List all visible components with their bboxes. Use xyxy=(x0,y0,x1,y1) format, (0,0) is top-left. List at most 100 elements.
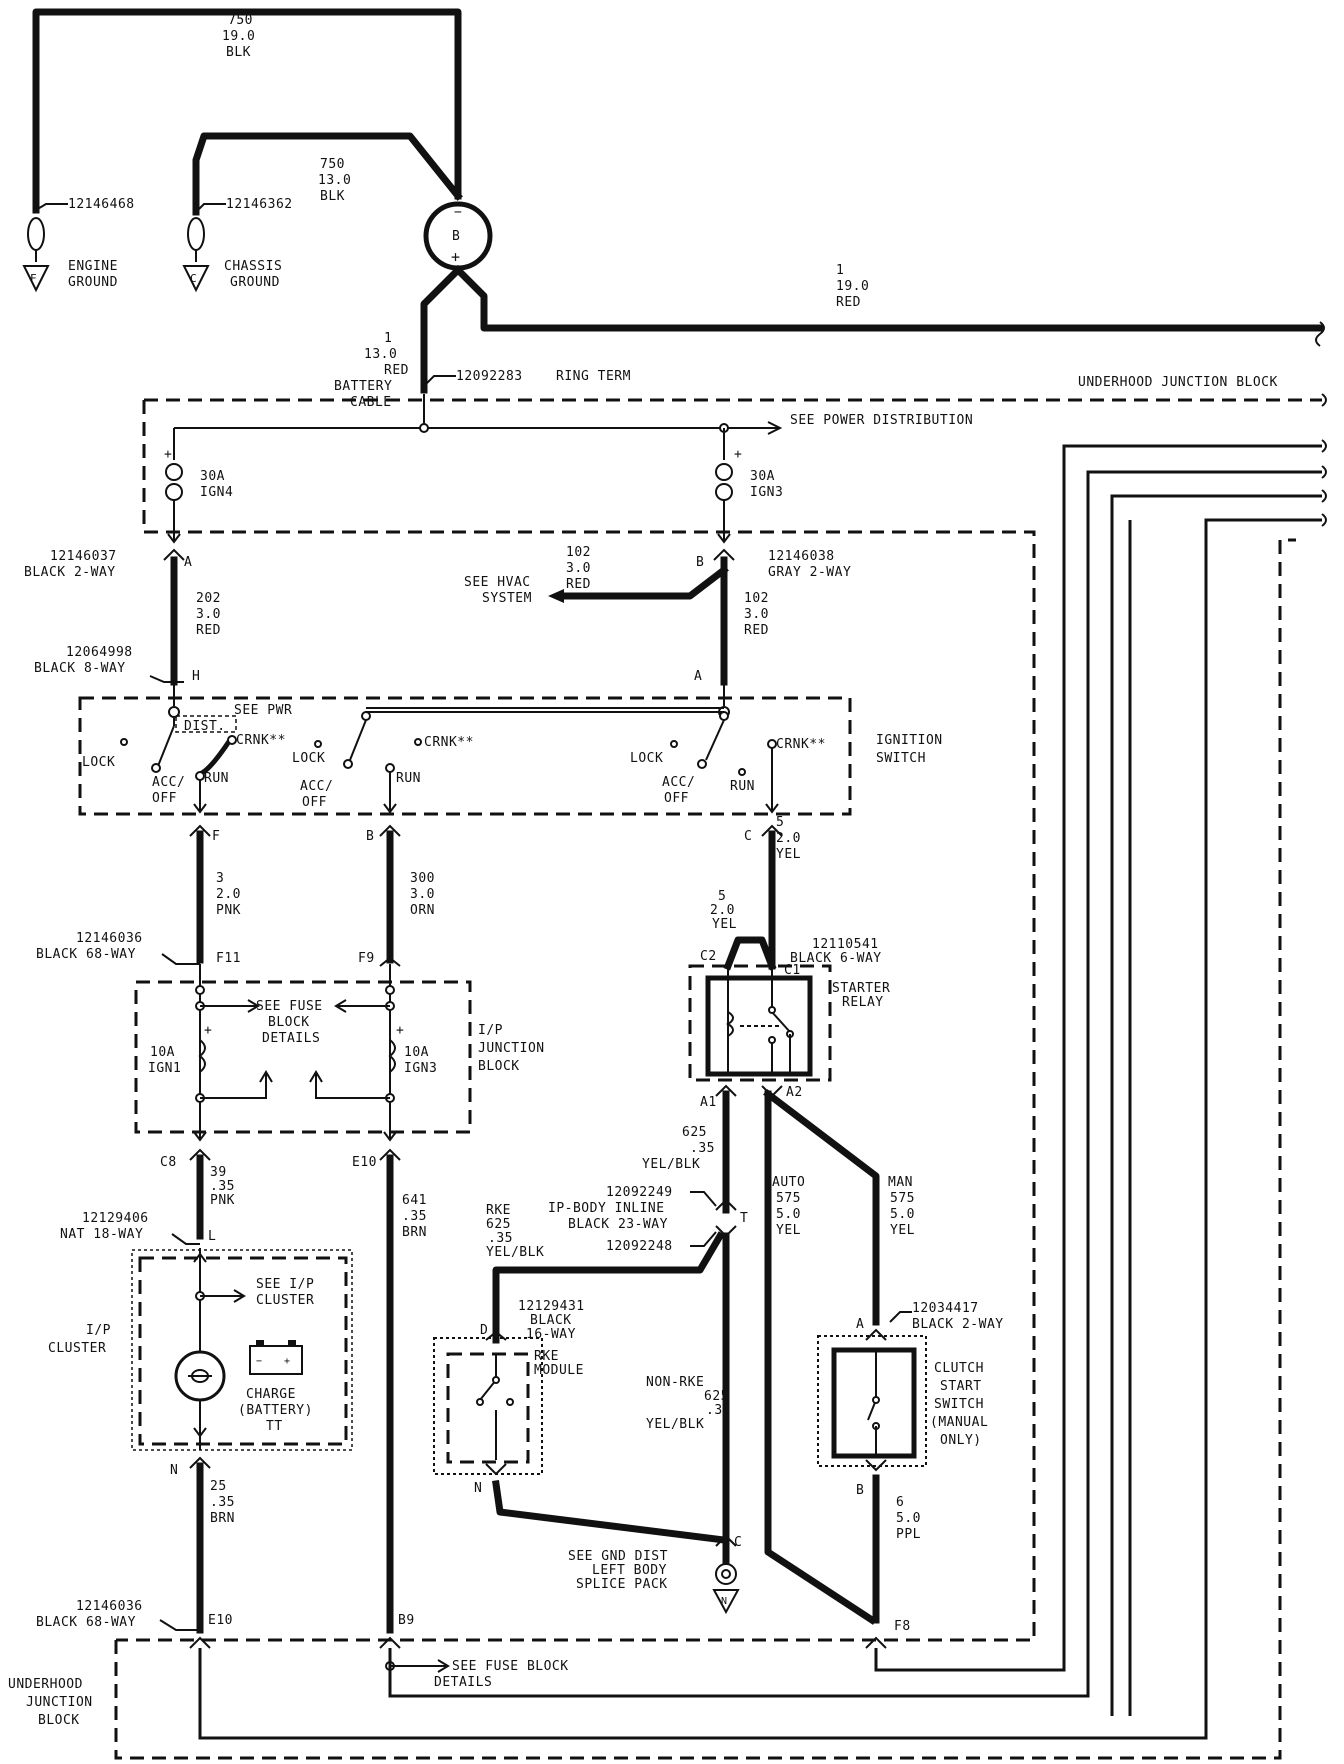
svg-text:575: 575 xyxy=(776,1191,801,1206)
chassis-ground: 12146362 C CHASSIS GROUND xyxy=(182,197,293,293)
underhood-junction-block-top: UNDERHOOD JUNCTION BLOCK SEE POWER DISTR… xyxy=(116,375,1322,1642)
svg-text:START: START xyxy=(940,1379,982,1394)
svg-text:BLACK 2-WAY: BLACK 2-WAY xyxy=(912,1317,1004,1332)
svg-text:ACC/: ACC/ xyxy=(152,775,185,790)
svg-text:LOCK: LOCK xyxy=(292,751,325,766)
svg-text:6: 6 xyxy=(896,1495,904,1510)
svg-text:A: A xyxy=(184,555,192,570)
svg-text:B: B xyxy=(696,555,704,570)
svg-text:YEL/BLK: YEL/BLK xyxy=(642,1157,700,1172)
svg-text:ENGINE: ENGINE xyxy=(68,259,118,274)
svg-text:N: N xyxy=(721,1596,728,1607)
svg-text:LOCK: LOCK xyxy=(82,755,115,770)
svg-text:SEE GND DIST: SEE GND DIST xyxy=(568,1549,668,1564)
svg-text:12064998: 12064998 xyxy=(66,645,133,660)
wire-nonrke-625: NON-RKE 625 .35 YEL/BLK xyxy=(646,1232,730,1564)
svg-text:30A: 30A xyxy=(750,469,775,484)
svg-text:12146038: 12146038 xyxy=(768,549,835,564)
connector-12146038: 12146038 GRAY 2-WAY B xyxy=(696,548,851,580)
ground-splice-pack: C N SEE GND DIST LEFT BODY SPLICE PACK xyxy=(568,1534,742,1615)
svg-text:CRNK**: CRNK** xyxy=(424,735,474,750)
svg-text:JUNCTION: JUNCTION xyxy=(478,1041,545,1056)
svg-text:F8: F8 xyxy=(894,1619,911,1634)
svg-text:E10: E10 xyxy=(352,1155,377,1170)
svg-text:RUN: RUN xyxy=(204,771,229,786)
svg-text:19.0: 19.0 xyxy=(222,29,255,44)
svg-text:NON-RKE: NON-RKE xyxy=(646,1375,704,1390)
svg-text:RED: RED xyxy=(566,577,591,592)
svg-text:13.0: 13.0 xyxy=(364,347,397,362)
svg-text:SYSTEM: SYSTEM xyxy=(482,591,532,606)
svg-text:3: 3 xyxy=(216,871,224,886)
svg-text:ACC/: ACC/ xyxy=(662,775,695,790)
svg-text:RELAY: RELAY xyxy=(842,995,884,1010)
svg-text:PNK: PNK xyxy=(216,903,241,918)
svg-text:B: B xyxy=(856,1483,864,1498)
svg-text:ONLY): ONLY) xyxy=(940,1433,982,1448)
svg-text:CRNK**: CRNK** xyxy=(776,737,826,752)
svg-text:30A: 30A xyxy=(200,469,225,484)
svg-text:BLACK: BLACK xyxy=(530,1313,572,1328)
svg-text:YEL/BLK: YEL/BLK xyxy=(646,1417,704,1432)
svg-text:MODULE: MODULE xyxy=(534,1363,584,1378)
fuse-ign3: + 30A IGN3 xyxy=(715,428,783,544)
connector-12064998: 12064998 BLACK 8-WAY H A xyxy=(34,645,702,684)
ring-terminal: 12092283 RING TERM xyxy=(423,369,630,387)
svg-text:12146362: 12146362 xyxy=(226,197,293,212)
svg-text:+: + xyxy=(204,1023,212,1038)
svg-text:RKE: RKE xyxy=(534,1349,559,1364)
rke-module: 12129431 BLACK 16-WAY RKE MODULE D N xyxy=(433,1299,728,1544)
svg-text:202: 202 xyxy=(196,591,221,606)
ip-cluster: I/P CLUSTER SEE I/P CLUSTER − + CHARGE (… xyxy=(48,1248,353,1451)
svg-text:5.0: 5.0 xyxy=(776,1207,801,1222)
svg-text:12146468: 12146468 xyxy=(68,197,135,212)
svg-text:12146037: 12146037 xyxy=(50,549,117,564)
svg-text:F11: F11 xyxy=(216,951,241,966)
svg-text:625: 625 xyxy=(486,1217,511,1232)
svg-text:I/P: I/P xyxy=(86,1323,111,1338)
wire-625-top: 625 .35 YEL/BLK xyxy=(642,1090,730,1214)
svg-text:3.0: 3.0 xyxy=(744,607,769,622)
svg-text:DETAILS: DETAILS xyxy=(434,1675,492,1690)
svg-text:C1: C1 xyxy=(784,963,801,978)
svg-text:IP-BODY INLINE: IP-BODY INLINE xyxy=(548,1201,665,1216)
connector-12146036-bottom: 12146036 BLACK 68-WAY E10 B9 F8 xyxy=(36,1599,911,1649)
svg-text:2.0: 2.0 xyxy=(216,887,241,902)
svg-text:D: D xyxy=(480,1323,488,1338)
svg-text:SEE HVAC: SEE HVAC xyxy=(464,575,531,590)
svg-text:YEL: YEL xyxy=(890,1223,915,1238)
svg-text:+: + xyxy=(451,248,461,266)
svg-text:5.0: 5.0 xyxy=(896,1511,921,1526)
ignition-output-pins: F B C xyxy=(189,824,783,844)
svg-text:C: C xyxy=(744,829,752,844)
svg-text:E10: E10 xyxy=(208,1613,233,1628)
wire-man-575: MAN 575 5.0 YEL xyxy=(763,1089,915,1326)
svg-text:GRAY 2-WAY: GRAY 2-WAY xyxy=(768,565,851,580)
underhood-junction-block-bottom: UNDERHOOD JUNCTION BLOCK SEE FUSE BLOCK … xyxy=(8,393,1327,1760)
svg-text:LEFT BODY: LEFT BODY xyxy=(592,1563,667,1578)
svg-text:OFF: OFF xyxy=(664,791,689,806)
svg-text:B: B xyxy=(366,829,374,844)
wire-102-down: 102 3.0 RED xyxy=(720,556,769,686)
svg-text:CLUSTER: CLUSTER xyxy=(48,1341,106,1356)
svg-text:IGN4: IGN4 xyxy=(200,485,233,500)
svg-text:.35: .35 xyxy=(488,1231,513,1246)
wire-750-engine-ground: 750 19.0 BLK xyxy=(32,8,462,214)
svg-text:STARTER: STARTER xyxy=(832,981,890,996)
svg-text:JUNCTION: JUNCTION xyxy=(26,1695,93,1710)
wire-102-hvac: 102 3.0 RED SEE HVAC SYSTEM xyxy=(464,545,729,606)
svg-text:ORN: ORN xyxy=(410,903,435,918)
svg-text:F9: F9 xyxy=(358,951,375,966)
svg-text:19.0: 19.0 xyxy=(836,279,869,294)
svg-text:RKE: RKE xyxy=(486,1203,511,1218)
svg-text:C8: C8 xyxy=(160,1155,177,1170)
svg-text:102: 102 xyxy=(744,591,769,606)
ip-junction-pins: C8 E10 xyxy=(160,1148,401,1170)
svg-text:IGNITION: IGNITION xyxy=(876,733,943,748)
svg-text:+: + xyxy=(396,1023,404,1038)
svg-text:CRNK**: CRNK** xyxy=(236,733,286,748)
svg-text:I/P: I/P xyxy=(478,1023,503,1038)
svg-text:(BATTERY): (BATTERY) xyxy=(238,1403,313,1418)
svg-text:641: 641 xyxy=(402,1193,427,1208)
